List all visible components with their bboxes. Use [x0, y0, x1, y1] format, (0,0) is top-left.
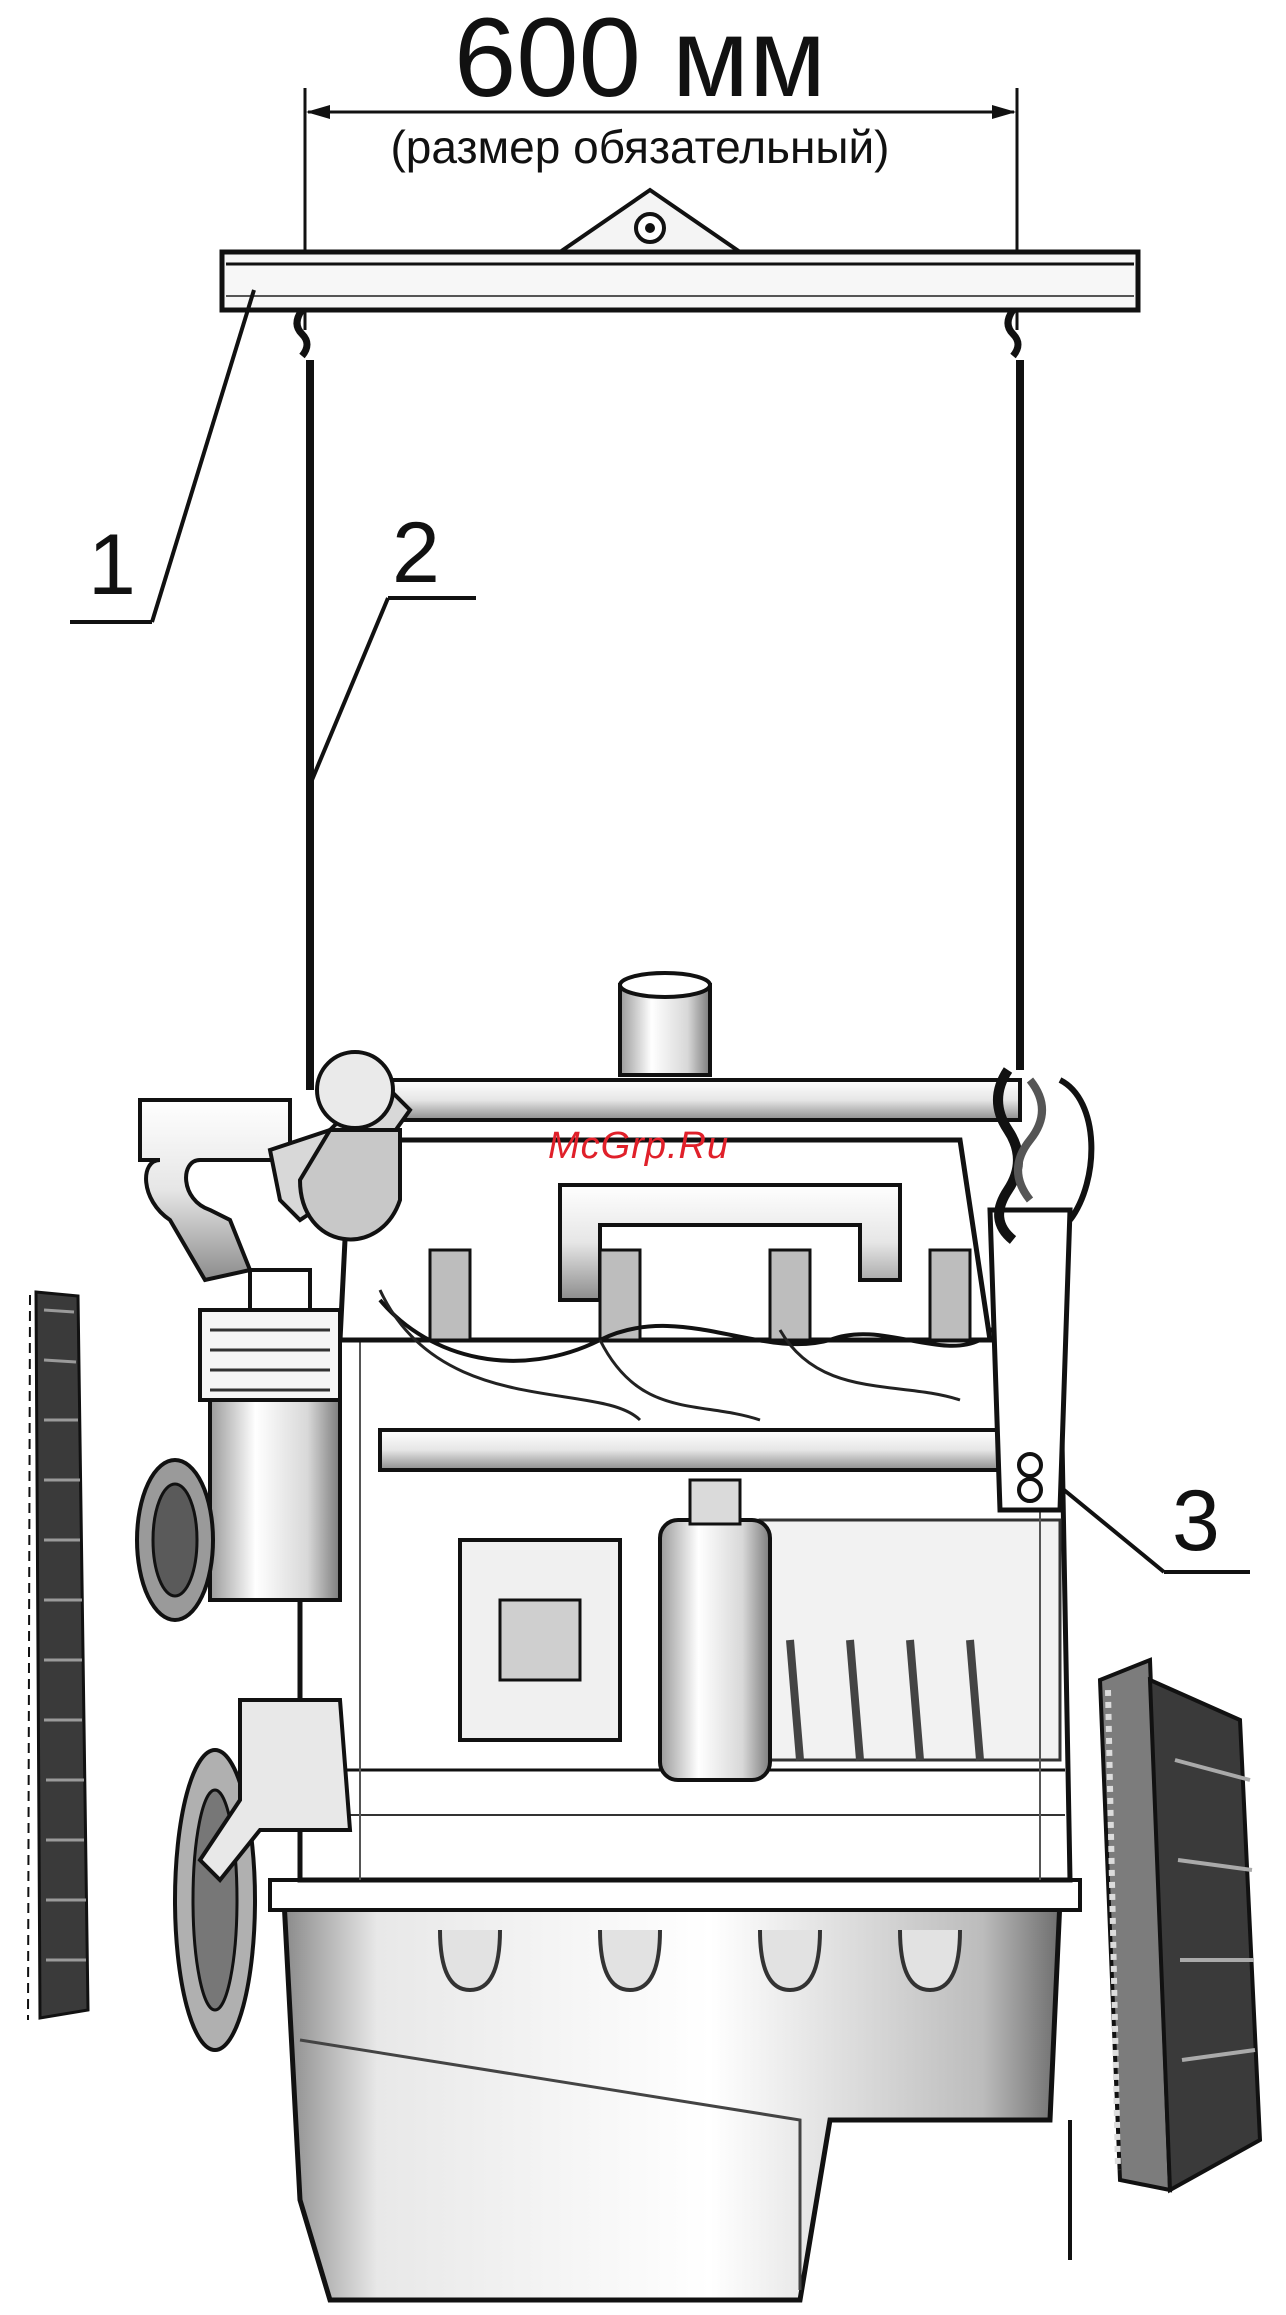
fan — [28, 1292, 88, 2020]
watermark: McGrp.Ru — [548, 1126, 729, 1166]
fuel-filter — [660, 1480, 770, 1780]
dimension-note: (размер обязательный) — [330, 122, 950, 172]
callout-2: 2 — [392, 508, 440, 598]
oil-pan — [270, 1880, 1080, 2300]
lifting-beam — [222, 190, 1138, 310]
flywheel — [1070, 1660, 1260, 2260]
callout-3: 3 — [1172, 1476, 1220, 1566]
dimension-value: 600 мм — [390, 2, 890, 114]
air-compressor — [200, 1270, 340, 1600]
rear-lifting-bracket — [990, 1070, 1091, 1510]
callout-1: 1 — [88, 520, 136, 610]
